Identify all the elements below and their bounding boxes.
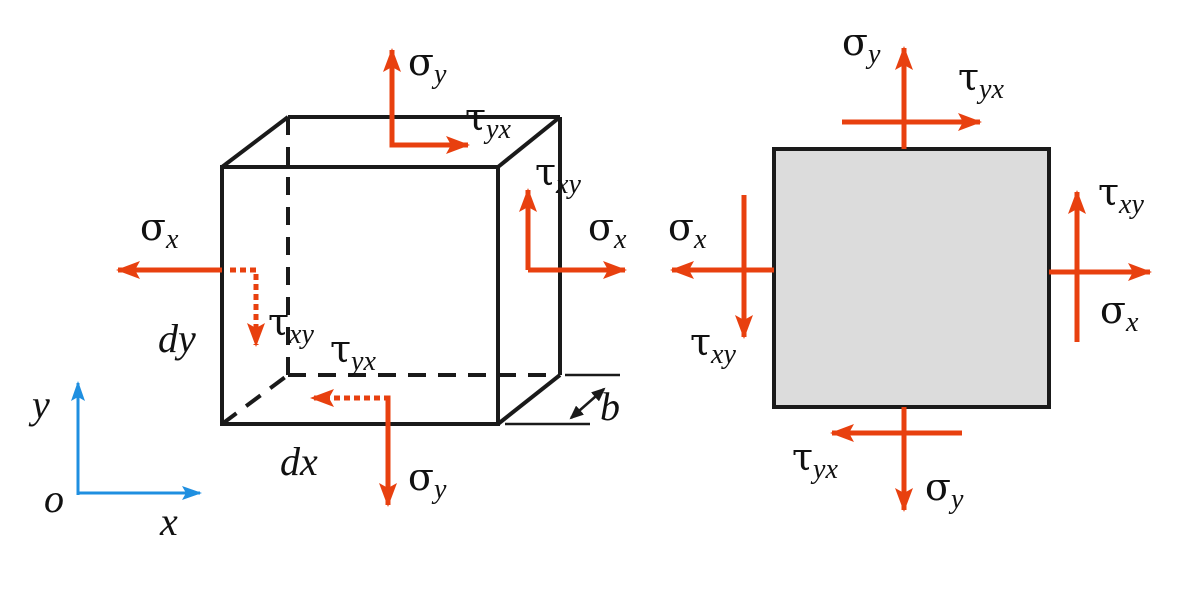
- cube-tau-xy-left-arrow: [230, 267, 265, 347]
- axis-y-label: y: [28, 382, 50, 427]
- cube-top-right-edge: [496, 115, 562, 169]
- cube-bottom-right-edge: [496, 373, 562, 426]
- cube-tau-yx-top-arrow: [389, 100, 470, 154]
- cube-front-face: [220, 165, 500, 426]
- square-sigma-x-left-label: σx: [668, 205, 707, 255]
- axis-x-label: x: [159, 499, 178, 544]
- cube-tau-xy-left-label: τxy: [268, 300, 314, 350]
- cube-sigma-y-top-label: σy: [408, 40, 447, 90]
- square-tau-yx-bottom-label: τyx: [792, 435, 838, 485]
- square-tau-yx-top-label: τyx: [958, 55, 1004, 105]
- cube-tau-yx-top-label: τyx: [465, 95, 511, 145]
- cube-tau-yx-bottom-arrow: [310, 389, 391, 420]
- coordinate-axes: [71, 381, 202, 500]
- label-dx: dx: [280, 439, 318, 484]
- cube-tau-xy-right-label: τxy: [535, 150, 581, 200]
- cube-top-left-edge: [220, 115, 290, 169]
- origin-label: o: [44, 476, 64, 521]
- square-sigma-y-top-label: σy: [842, 20, 881, 70]
- label-dy: dy: [158, 316, 196, 361]
- cube-hidden-edges: [220, 117, 560, 426]
- cube-sigma-x-right-label: σx: [588, 205, 627, 255]
- plane-square-element: [772, 147, 1051, 409]
- square-sigma-x-right-label: σx: [1100, 288, 1139, 338]
- depth-dimension: [505, 373, 620, 426]
- square-tau-xy-right-label: τxy: [1098, 170, 1144, 220]
- cube-element: [220, 115, 562, 426]
- cube-sigma-x-left-label: σx: [140, 205, 179, 255]
- cube-sigma-y-bottom-label: σy: [408, 455, 447, 505]
- square-tau-xy-left-label: τxy: [690, 320, 736, 370]
- square-sigma-y-bottom-label: σy: [925, 465, 964, 515]
- cube-tau-yx-bottom-label: τyx: [330, 327, 376, 377]
- label-b: b: [600, 384, 620, 429]
